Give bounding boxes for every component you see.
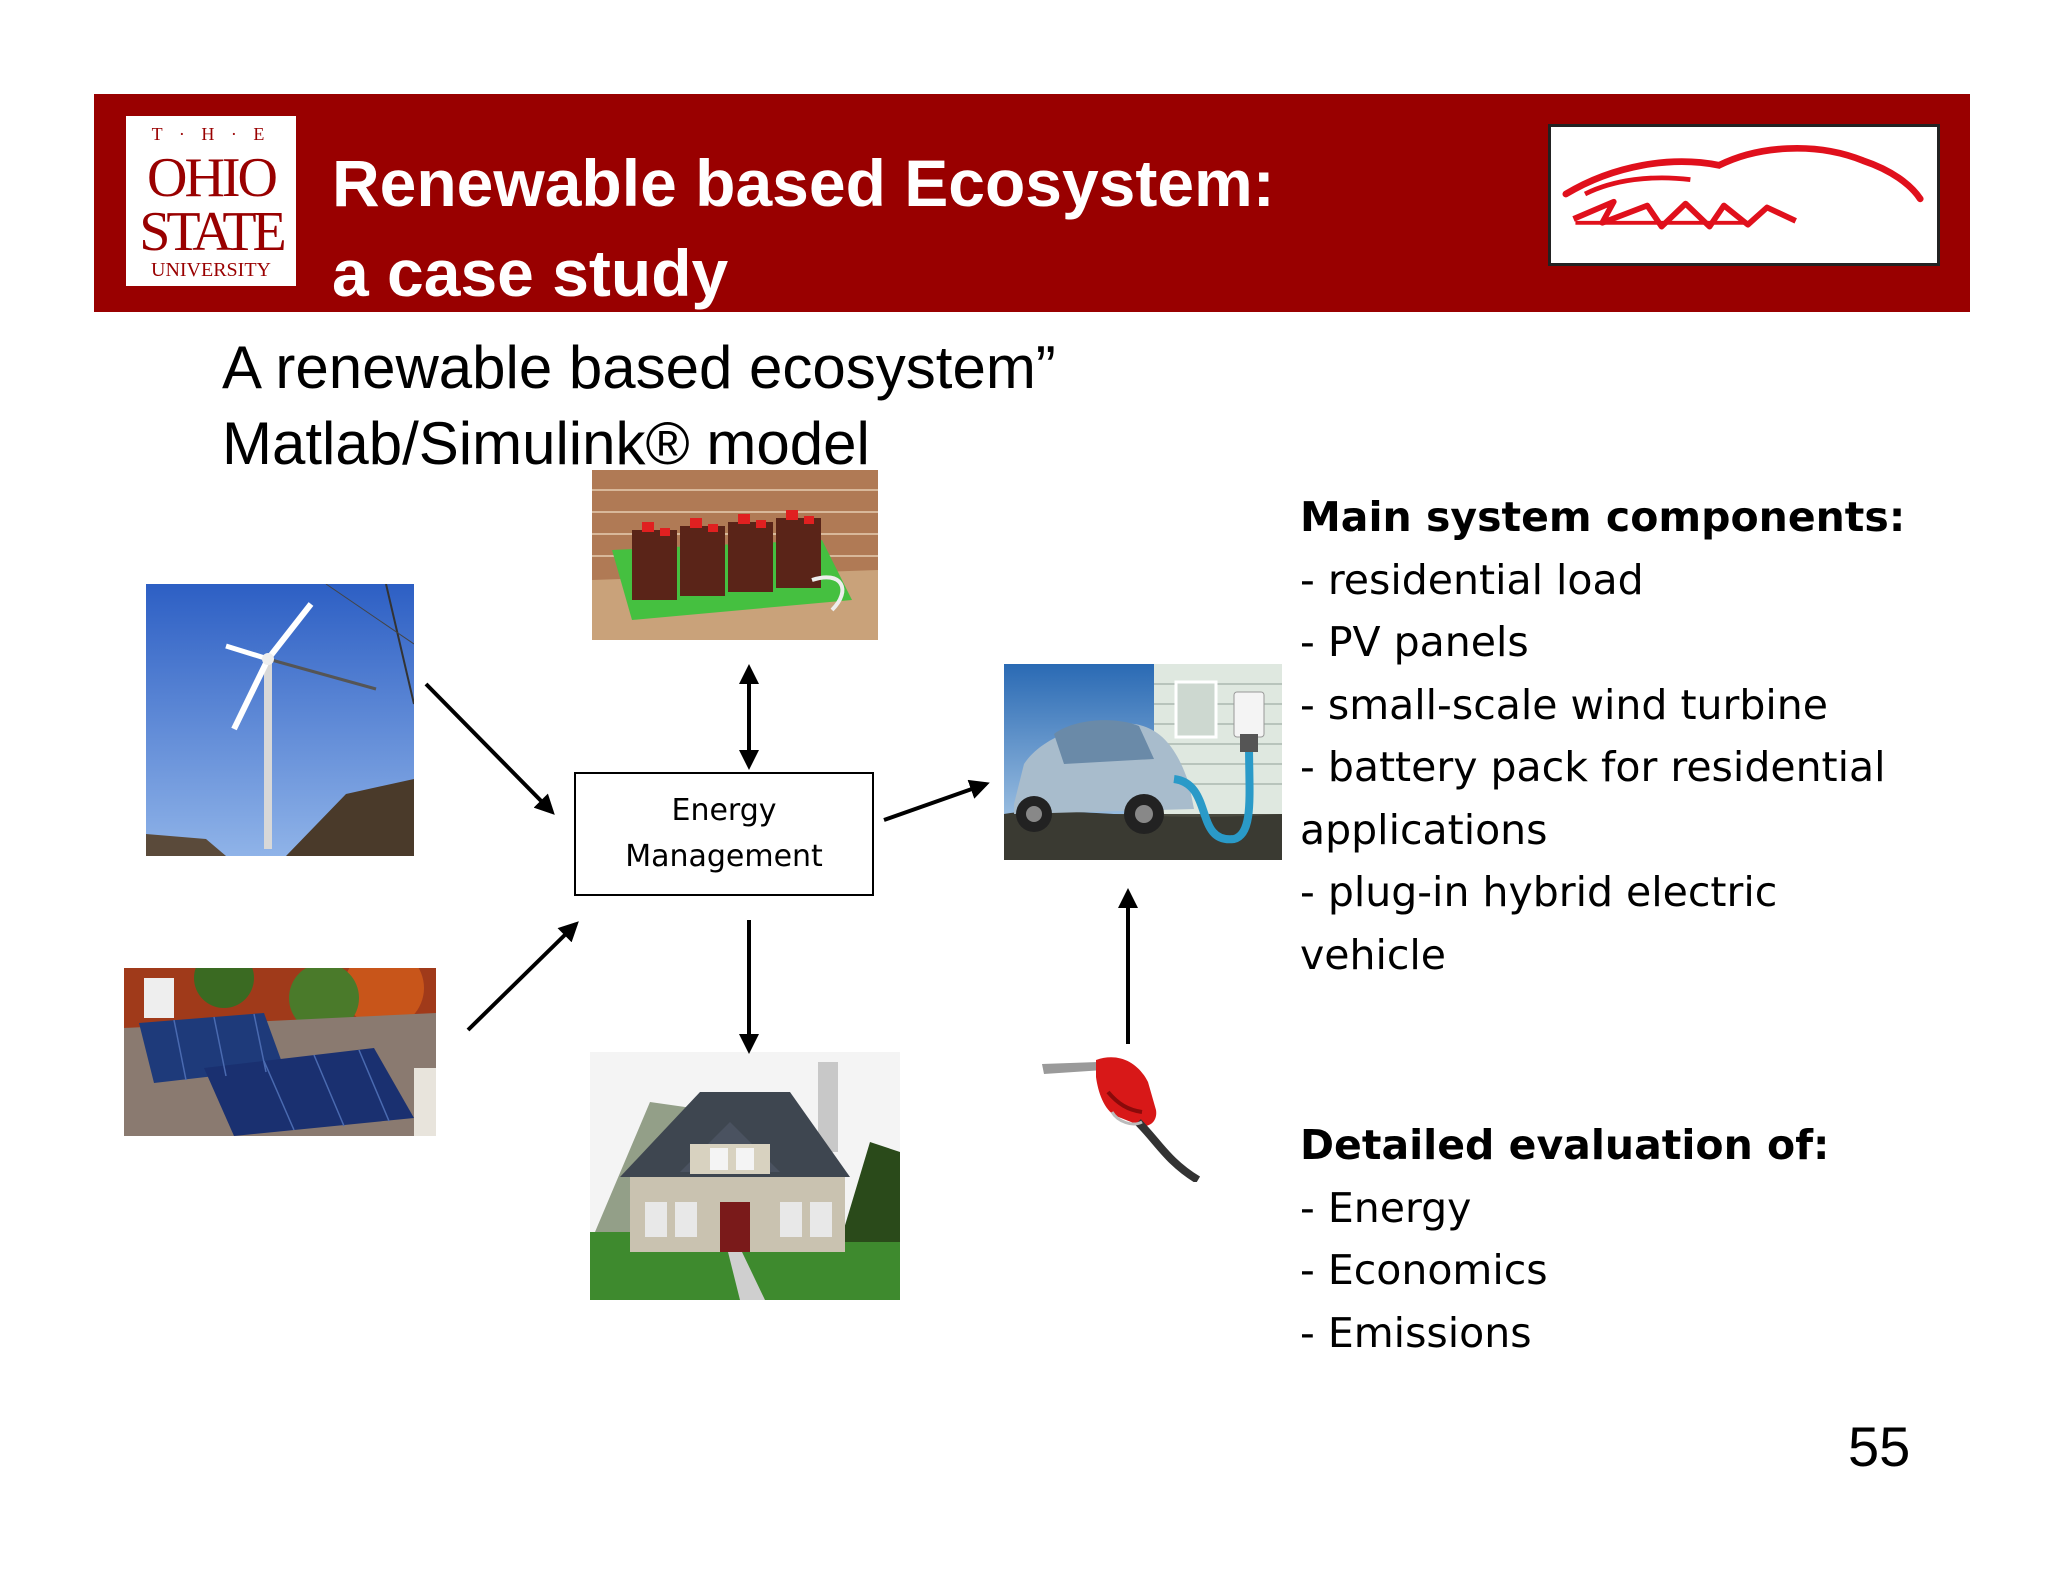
evaluation-item: - Energy	[1300, 1183, 1472, 1232]
evaluation-panel: Detailed evaluation of: - Energy - Econo…	[1300, 1114, 1829, 1364]
battery-pack-image	[592, 470, 878, 640]
title-line-2: a case study	[332, 236, 729, 310]
components-item: vehicle	[1300, 930, 1447, 979]
arrow-wind-to-energy-management	[424, 682, 555, 815]
slide-title: Renewable based Ecosystem: a case study	[332, 138, 1275, 318]
subtitle-line-1: A renewable based ecosystem”	[222, 334, 1056, 401]
evaluation-heading: Detailed evaluation of:	[1300, 1121, 1830, 1169]
wind-turbine-image	[146, 584, 414, 856]
components-item: - plug-in hybrid electric	[1300, 868, 1778, 916]
components-heading: Main system components:	[1300, 493, 1906, 541]
house-image	[590, 1052, 900, 1300]
components-panel: Main system components: - residential lo…	[1300, 486, 1905, 986]
svg-text:UNIVERSITY: UNIVERSITY	[151, 259, 271, 281]
ohio-state-logo: T · H · E OHIO STATE UNIVERSITY	[126, 116, 296, 286]
subtitle-line-2: Matlab/Simulink® model	[222, 410, 870, 477]
arrow-solar-to-energy-management	[466, 921, 579, 1032]
components-item: - residential load	[1300, 555, 1644, 604]
plug-in-hybrid-vehicle-image	[1004, 664, 1282, 860]
components-item: - small-scale wind turbine	[1300, 680, 1829, 729]
svg-text:OHIO: OHIO	[147, 147, 277, 209]
car-logo	[1548, 124, 1940, 266]
evaluation-item: - Economics	[1300, 1246, 1548, 1294]
components-item: - PV panels	[1300, 618, 1529, 666]
slide-subtitle: A renewable based ecosystem” Matlab/Simu…	[222, 330, 1056, 482]
svg-text:STATE: STATE	[139, 201, 284, 263]
evaluation-item: - Emissions	[1300, 1308, 1532, 1357]
page-number: 55	[1848, 1415, 1911, 1478]
arrow-energy-management-to-vehicle	[883, 779, 990, 822]
energy-management-node: Energy Management	[574, 772, 874, 896]
components-item: - battery pack for residential	[1300, 743, 1886, 791]
solar-panels-image	[124, 968, 436, 1136]
title-line-1: Renewable based Ecosystem:	[332, 146, 1275, 220]
components-item: applications	[1300, 805, 1548, 854]
energy-management-line-1: Energy	[671, 793, 777, 828]
energy-management-line-2: Management	[625, 839, 823, 874]
svg-text:T · H · E: T · H · E	[152, 124, 271, 144]
fuel-nozzle-image	[1038, 1052, 1200, 1182]
